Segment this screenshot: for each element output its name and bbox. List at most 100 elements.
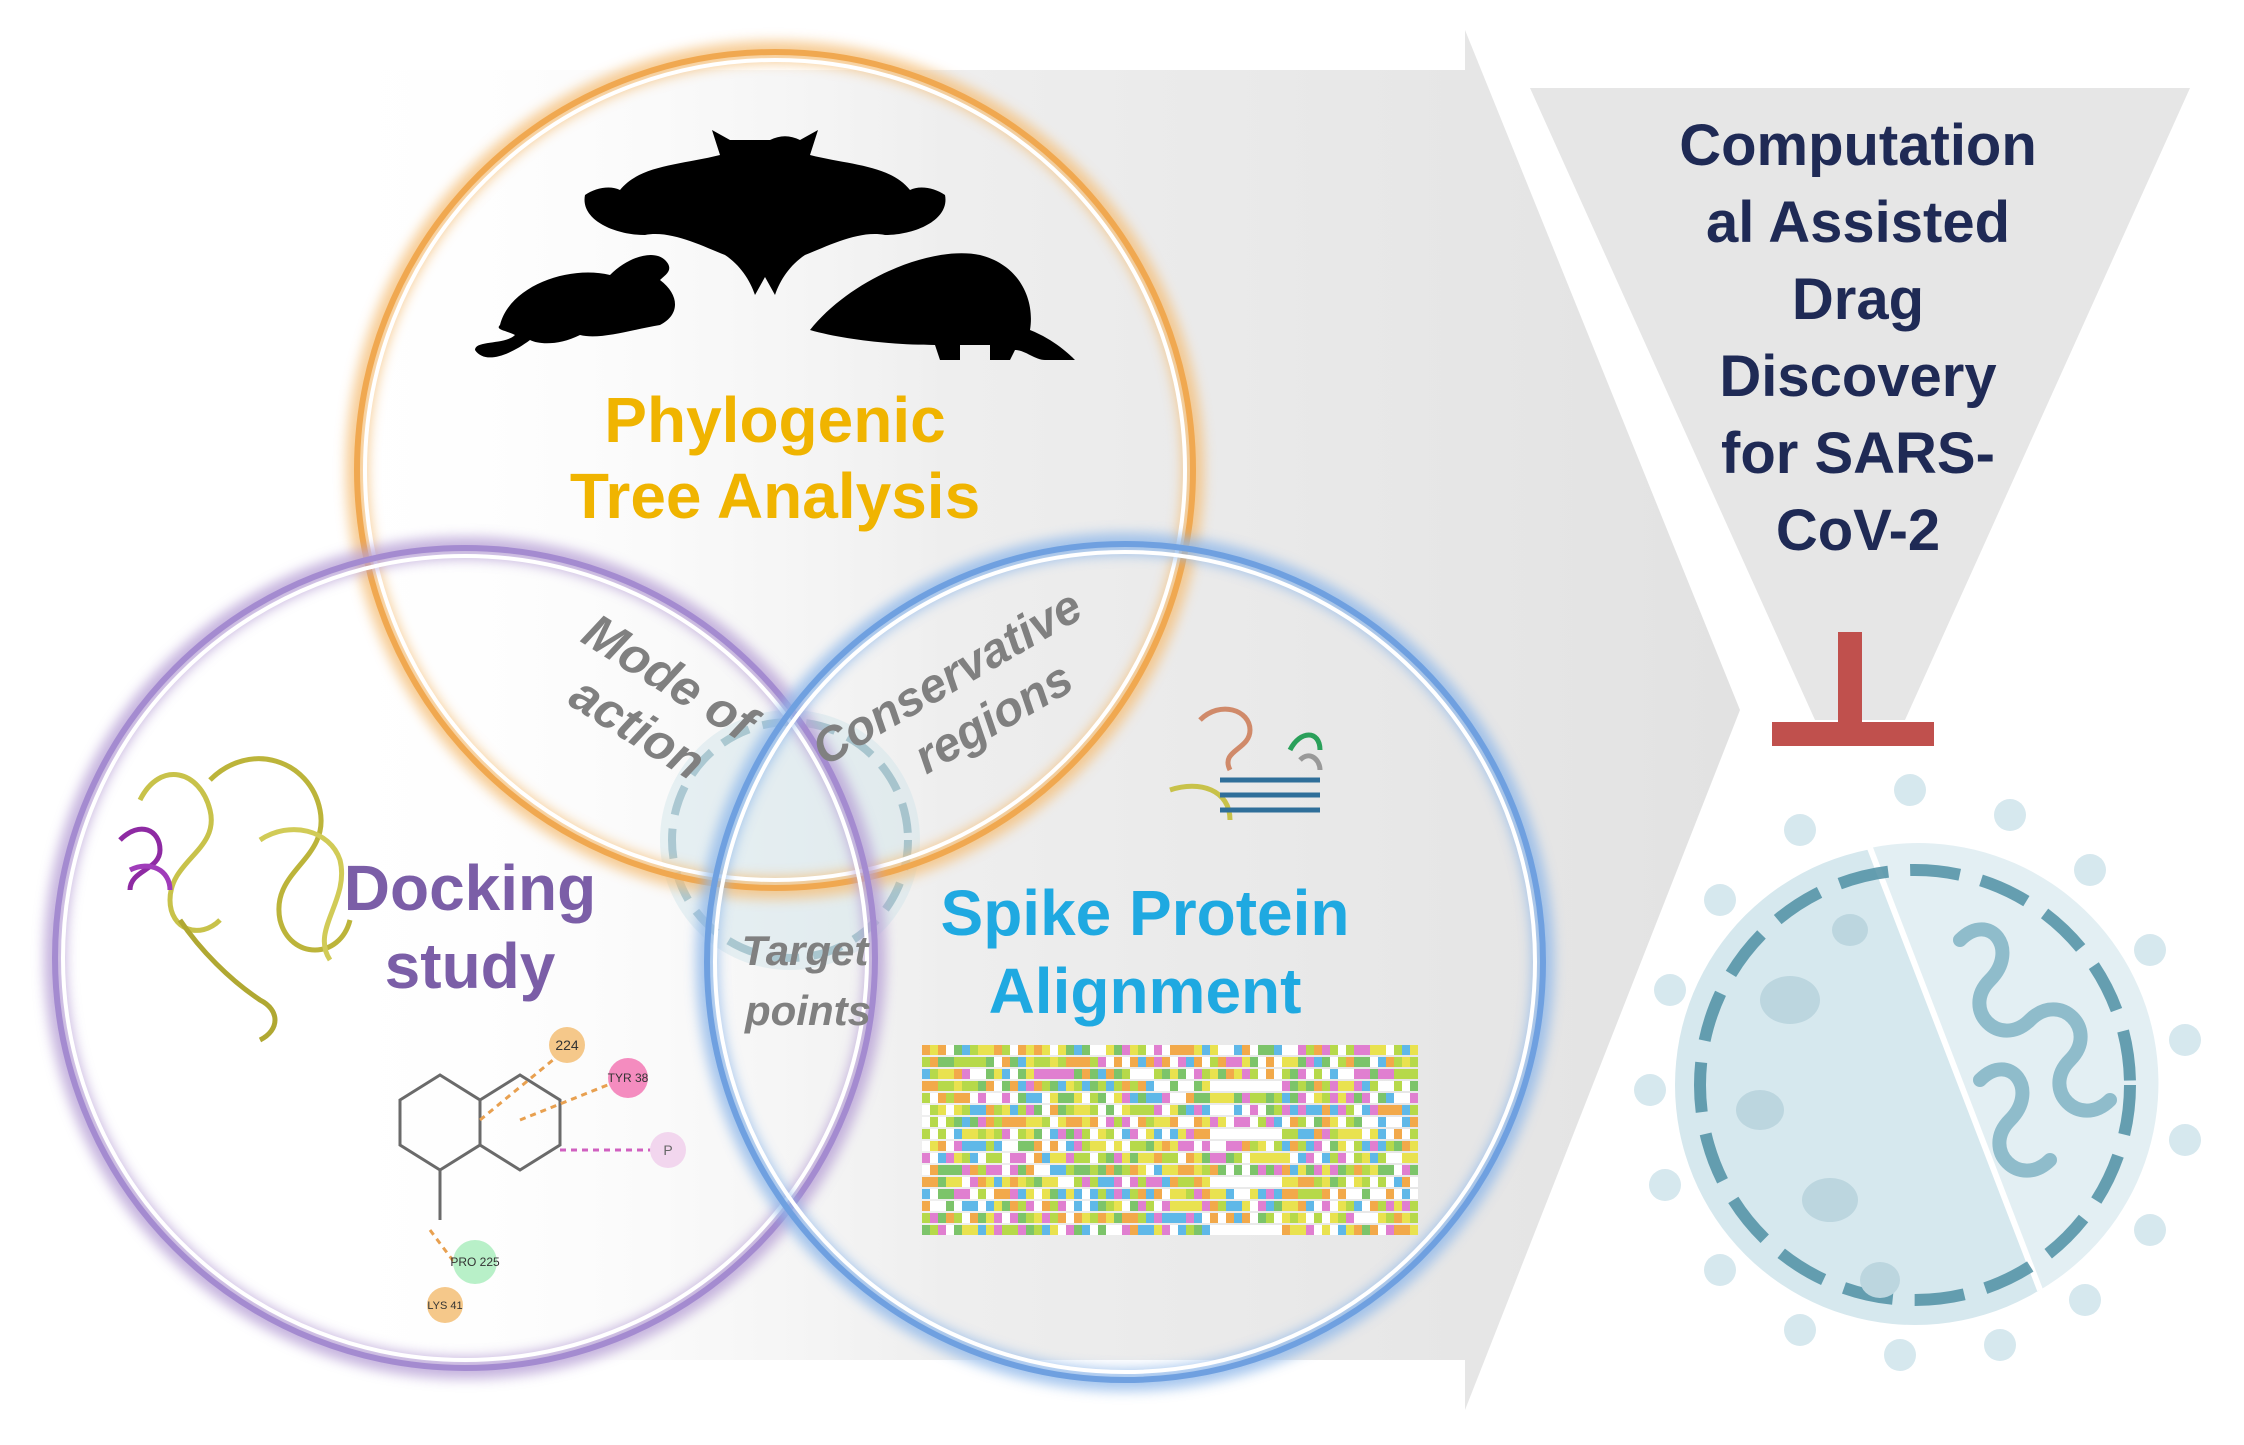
alignment-cell (962, 1057, 970, 1067)
alignment-cell (1018, 1105, 1026, 1115)
alignment-cell (1026, 1141, 1034, 1151)
alignment-cell (1266, 1201, 1274, 1211)
alignment-cell (1226, 1189, 1234, 1199)
alignment-cell (986, 1141, 994, 1151)
alignment-cell (1322, 1057, 1330, 1067)
alignment-cell (1354, 1213, 1362, 1223)
alignment-cell (954, 1117, 962, 1127)
alignment-cell (1322, 1225, 1330, 1235)
alignment-cell (1162, 1141, 1170, 1151)
alignment-cell (1346, 1057, 1354, 1067)
alignment-cell (1378, 1129, 1386, 1139)
alignment-cell (1162, 1177, 1170, 1187)
residue-badge (650, 1132, 686, 1168)
alignment-cell (1258, 1141, 1266, 1151)
alignment-cell (1362, 1141, 1370, 1151)
spike-circle (696, 533, 1554, 1391)
alignment-cell (962, 1129, 970, 1139)
alignment-cell (1266, 1129, 1274, 1139)
alignment-cell (1234, 1225, 1242, 1235)
alignment-cell (922, 1141, 930, 1151)
alignment-cell (1250, 1129, 1258, 1139)
alignment-cell (1346, 1069, 1354, 1079)
alignment-cell (1058, 1165, 1066, 1175)
alignment-cell (1074, 1165, 1082, 1175)
alignment-cell (986, 1069, 994, 1079)
alignment-cell (1394, 1141, 1402, 1151)
alignment-cell (1306, 1093, 1314, 1103)
alignment-cell (1162, 1129, 1170, 1139)
alignment-cell (1090, 1213, 1098, 1223)
alignment-cell (938, 1177, 946, 1187)
alignment-cell (922, 1117, 930, 1127)
alignment-cell (1170, 1081, 1178, 1091)
alignment-cell (1362, 1213, 1370, 1223)
alignment-cell (930, 1177, 938, 1187)
alignment-cell (1250, 1117, 1258, 1127)
phylogenic-title-line1: Phylogenic (604, 384, 945, 456)
alignment-cell (1098, 1045, 1106, 1055)
alignment-cell (1282, 1213, 1290, 1223)
alignment-cell (1106, 1045, 1114, 1055)
residue-badge (427, 1287, 463, 1323)
alignment-cell (1370, 1225, 1378, 1235)
alignment-cell (1170, 1201, 1178, 1211)
alignment-cell (1274, 1177, 1282, 1187)
alignment-cell (1338, 1189, 1346, 1199)
alignment-cell (1210, 1081, 1218, 1091)
alignment-cell (1010, 1069, 1018, 1079)
alignment-cell (946, 1105, 954, 1115)
alignment-cell (946, 1117, 954, 1127)
alignment-cell (1218, 1129, 1226, 1139)
alignment-cell (1226, 1141, 1234, 1151)
alignment-cell (1234, 1189, 1242, 1199)
alignment-cell (962, 1105, 970, 1115)
alignment-cell (1186, 1093, 1194, 1103)
alignment-cell (1226, 1045, 1234, 1055)
alignment-cell (1026, 1177, 1034, 1187)
alignment-cell (1258, 1105, 1266, 1115)
alignment-cell (1130, 1129, 1138, 1139)
alignment-cell (1306, 1225, 1314, 1235)
alignment-cell (1258, 1069, 1266, 1079)
alignment-cell (1042, 1141, 1050, 1151)
alignment-cell (1274, 1225, 1282, 1235)
alignment-cell (1034, 1225, 1042, 1235)
alignment-cell (1306, 1069, 1314, 1079)
alignment-cell (1338, 1165, 1346, 1175)
alignment-cell (1250, 1069, 1258, 1079)
alignment-cell (1210, 1057, 1218, 1067)
alignment-cell (1378, 1045, 1386, 1055)
alignment-cell (1298, 1105, 1306, 1115)
alignment-cell (1002, 1213, 1010, 1223)
alignment-cell (1402, 1189, 1410, 1199)
alignment-cell (1338, 1225, 1346, 1235)
alignment-cell (1082, 1213, 1090, 1223)
alignment-cell (1098, 1201, 1106, 1211)
alignment-cell (1122, 1093, 1130, 1103)
alignment-cell (1154, 1069, 1162, 1079)
alignment-cell (1394, 1165, 1402, 1175)
alignment-cell (1122, 1201, 1130, 1211)
alignment-cell (1346, 1117, 1354, 1127)
alignment-cell (1338, 1045, 1346, 1055)
alignment-cell (938, 1129, 946, 1139)
virus-icon (1634, 774, 2201, 1371)
alignment-cell (970, 1201, 978, 1211)
alignment-cell (1050, 1225, 1058, 1235)
alignment-cell (1306, 1117, 1314, 1127)
alignment-cell (1178, 1117, 1186, 1127)
alignment-cell (970, 1117, 978, 1127)
alignment-cell (1010, 1189, 1018, 1199)
alignment-cell (946, 1189, 954, 1199)
alignment-cell (1282, 1105, 1290, 1115)
alignment-cell (1290, 1069, 1298, 1079)
alignment-cell (1330, 1045, 1338, 1055)
alignment-cell (1338, 1105, 1346, 1115)
alignment-cell (946, 1201, 954, 1211)
alignment-cell (1034, 1141, 1042, 1151)
alignment-cell (1034, 1189, 1042, 1199)
alignment-cell (1138, 1189, 1146, 1199)
alignment-cell (1194, 1093, 1202, 1103)
alignment-cell (1146, 1189, 1154, 1199)
